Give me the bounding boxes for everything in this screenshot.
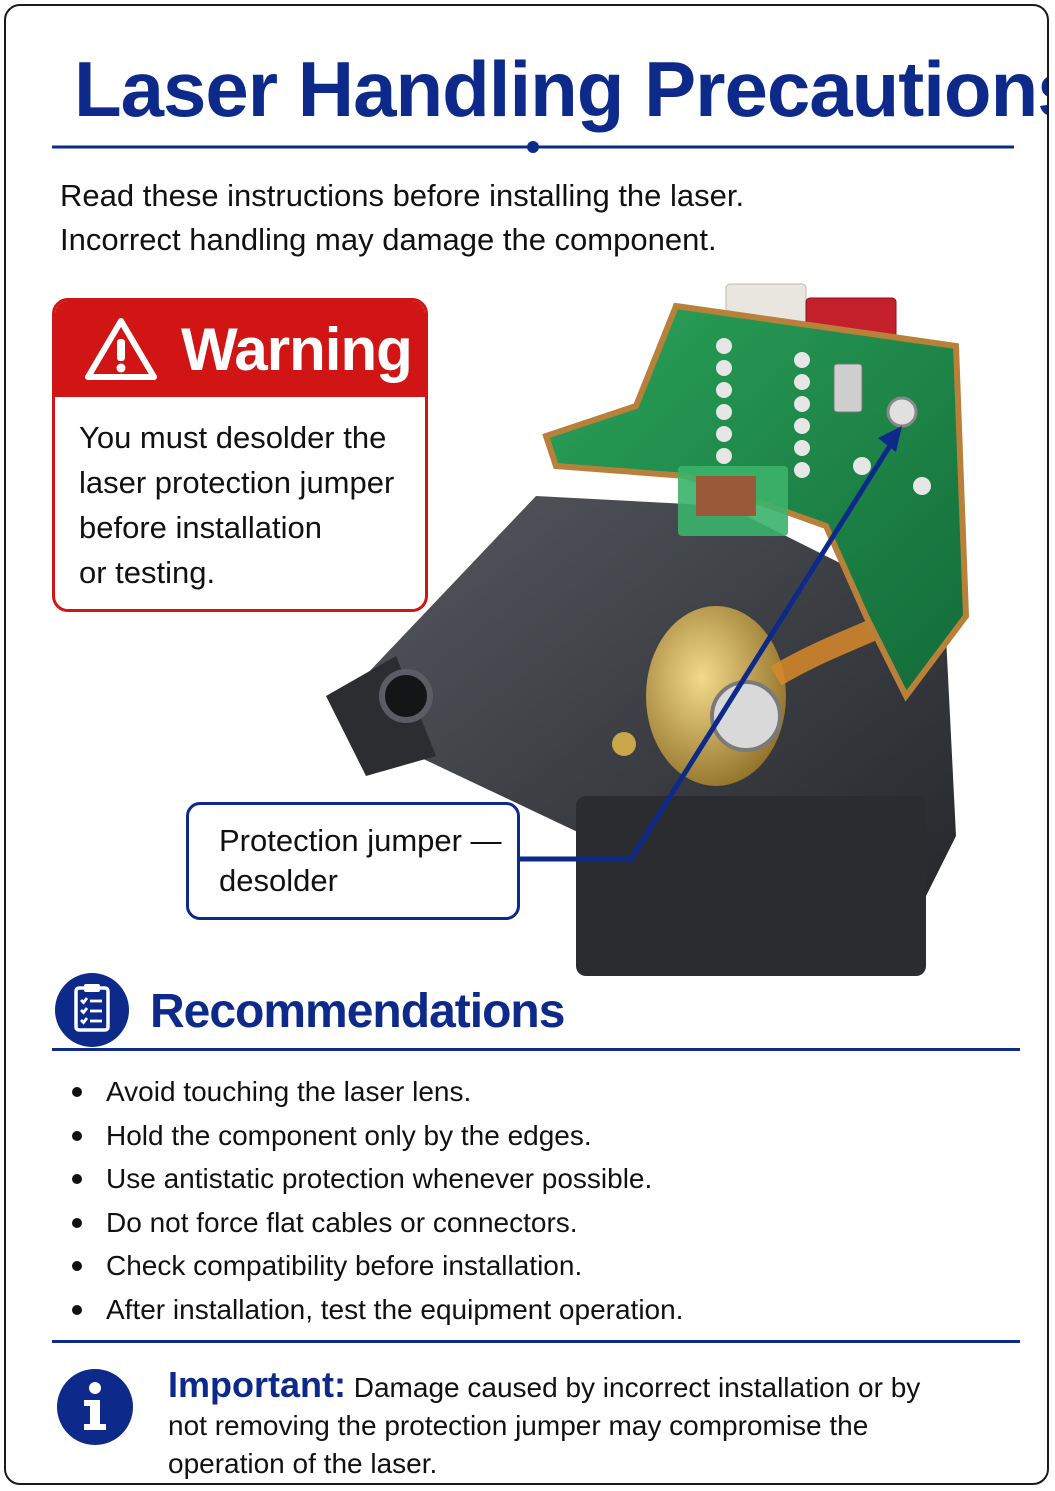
- list-item: Check compatibility before installation.: [64, 1244, 984, 1288]
- clipboard-checklist-icon: [55, 973, 129, 1047]
- instruction-sheet: Laser Handling Precautions Read these in…: [4, 4, 1049, 1485]
- pcb-pad: [853, 457, 871, 475]
- housing-side-lens-mount: [326, 656, 436, 776]
- pcb-resistor: [833, 363, 863, 413]
- warning-title: Warning: [181, 315, 413, 383]
- list-item: After installation, test the equipment o…: [64, 1288, 984, 1332]
- title-divider: [52, 141, 1014, 153]
- intro-text: Read these instructions before installin…: [60, 174, 960, 262]
- laser-pickup-photo: [306, 283, 970, 976]
- recommendations-list: Avoid touching the laser lens. Hold the …: [64, 1070, 984, 1332]
- pcb-pads: [716, 338, 810, 478]
- warning-line: laser protection jumper: [79, 465, 395, 500]
- warning-triangle-icon: [85, 318, 157, 380]
- warning-header: Warning: [55, 301, 425, 397]
- list-item: Use antistatic protection whenever possi…: [64, 1157, 984, 1201]
- important-divider: [52, 1340, 1020, 1343]
- important-note: Important: Damage caused by incorrect in…: [168, 1366, 1008, 1483]
- important-label: Important:: [168, 1364, 346, 1405]
- important-text: operation of the laser.: [168, 1448, 438, 1479]
- pcb-pad: [913, 477, 931, 495]
- warning-line: or testing.: [79, 555, 216, 590]
- callout-line: Protection jumper —: [219, 823, 502, 858]
- list-item: Hold the component only by the edges.: [64, 1114, 984, 1158]
- important-text: Damage caused by incorrect installation …: [353, 1372, 921, 1403]
- warning-text: You must desolder the laser protection j…: [55, 397, 425, 595]
- warning-box: Warning You must desolder the laser prot…: [52, 298, 428, 612]
- warning-line: You must desolder the: [79, 420, 387, 455]
- info-icon: [57, 1369, 133, 1445]
- important-text: not removing the protection jumper may c…: [168, 1410, 869, 1441]
- small-screw: [612, 732, 636, 756]
- callout-line: desolder: [219, 863, 338, 898]
- housing-lower-block: [576, 796, 926, 976]
- jumper-callout: Protection jumper — desolder: [186, 802, 520, 920]
- sensor-chip: [696, 476, 756, 516]
- protection-jumper-pad: [886, 396, 918, 428]
- page-title: Laser Handling Precautions: [74, 45, 1049, 133]
- list-item: Do not force flat cables or connectors.: [64, 1201, 984, 1245]
- list-item: Avoid touching the laser lens.: [64, 1070, 984, 1114]
- intro-line: Incorrect handling may damage the compon…: [60, 222, 717, 257]
- callout-arrowhead: [878, 426, 902, 452]
- intro-line: Read these instructions before installin…: [60, 178, 745, 213]
- lens-hole: [379, 669, 433, 723]
- recommendations-divider: [52, 1048, 1020, 1051]
- recommendations-title: Recommendations: [150, 985, 565, 1038]
- warning-line: before installation: [79, 510, 322, 545]
